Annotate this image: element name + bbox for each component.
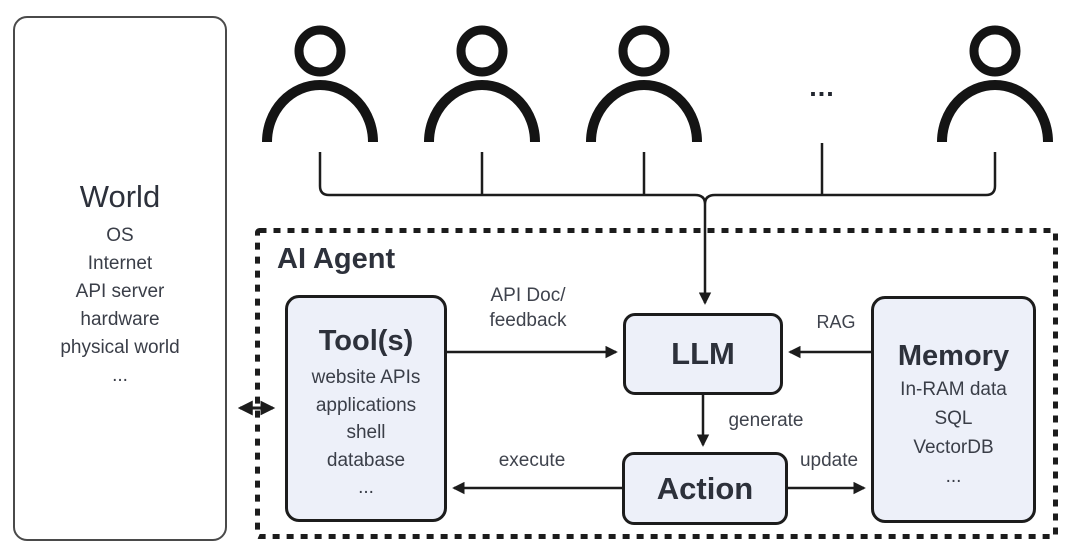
world-item: OS (106, 225, 134, 246)
user-icon (937, 25, 1053, 143)
llm-box: LLM (623, 313, 783, 395)
api-doc-label-line1: API Doc/ (490, 285, 566, 306)
tools-items: website APIs applications shell database… (288, 364, 444, 502)
tools-item: applications (315, 394, 417, 416)
memory-item-ellipsis: ... (945, 466, 962, 487)
world-item: API server (75, 281, 165, 302)
users-ellipsis: ... (809, 72, 835, 102)
world-box: World OS Internet API server hardware ph… (13, 16, 227, 541)
world-item: Internet (87, 253, 153, 274)
update-label: update (799, 450, 859, 471)
memory-item: SQL (934, 408, 973, 429)
memory-item: VectorDB (913, 437, 994, 458)
world-items: OS Internet API server hardware physical… (15, 222, 225, 390)
generate-label: generate (728, 410, 804, 431)
world-item: physical world (60, 337, 180, 358)
world-item-ellipsis: ... (112, 365, 128, 386)
rag-label: RAG (816, 312, 856, 332)
llm-title: LLM (671, 336, 735, 371)
users-bracket (318, 143, 997, 205)
tools-item: website APIs (311, 367, 421, 388)
action-box: Action (622, 452, 788, 525)
user-icon (586, 25, 702, 143)
memory-items: In-RAM data SQL VectorDB ... (874, 375, 1033, 491)
tools-box: Tool(s) website APIs applications shell … (285, 295, 447, 522)
world-item: hardware (80, 309, 160, 330)
memory-item: In-RAM data (900, 379, 1007, 400)
tools-item: database (326, 449, 406, 471)
memory-title: Memory (897, 340, 1010, 372)
tools-title: Tool(s) (318, 325, 414, 357)
agent-label: AI Agent (277, 243, 396, 275)
user-icon (262, 25, 378, 143)
tools-item-ellipsis: ... (358, 477, 374, 498)
execute-label: execute (498, 450, 566, 471)
api-doc-label-line2: feedback (489, 310, 567, 331)
action-title: Action (656, 470, 754, 506)
memory-box: Memory In-RAM data SQL VectorDB ... (871, 296, 1036, 523)
api-doc-feedback-label: API Doc/ feedback (489, 283, 566, 333)
world-title: World (79, 179, 161, 214)
tools-item: shell (346, 422, 386, 443)
user-icon (424, 25, 540, 143)
